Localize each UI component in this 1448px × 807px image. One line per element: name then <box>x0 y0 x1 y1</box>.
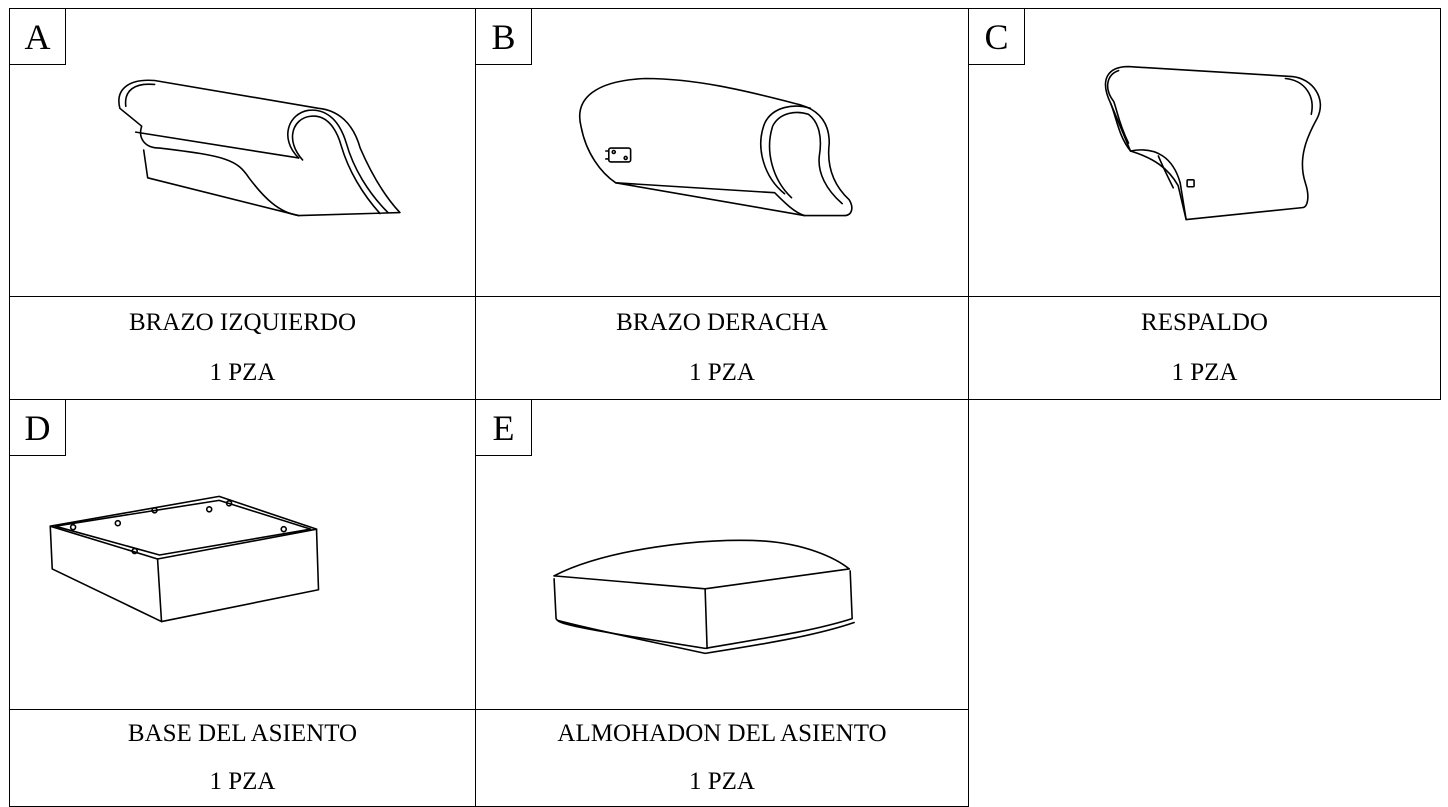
part-e-letter: E <box>476 400 532 456</box>
part-d-letter: D <box>10 400 66 456</box>
part-c-qty: 1 PZA <box>1171 359 1238 386</box>
part-b-image-cell: B <box>475 8 969 297</box>
part-a-image-cell: A <box>9 8 476 297</box>
part-d-qty: 1 PZA <box>209 768 276 795</box>
part-c-letter: C <box>969 9 1025 65</box>
part-c-name: RESPALDO <box>1141 309 1268 336</box>
part-a-name: BRAZO IZQUIERDO <box>128 309 357 336</box>
part-c-image-cell: C <box>968 8 1441 297</box>
part-e-name: ALMOHADON DEL ASIENTO <box>557 720 887 747</box>
part-a-letter: A <box>10 9 66 65</box>
part-b-name: BRAZO DERACHA <box>616 309 828 336</box>
part-a-qty: 1 PZA <box>209 359 276 386</box>
seat-base-drawing-icon <box>49 495 320 623</box>
part-e-image-cell: E <box>475 399 969 710</box>
part-b-qty: 1 PZA <box>689 359 755 386</box>
part-e-qty: 1 PZA <box>689 768 755 795</box>
part-e-label-cell: ALMOHADON DEL ASIENTO 1 PZA <box>475 709 969 807</box>
part-d-label-cell: BASE DEL ASIENTO 1 PZA <box>9 709 476 807</box>
seat-cushion-drawing-icon <box>553 539 855 655</box>
part-a-label-cell: BRAZO IZQUIERDO 1 PZA <box>9 296 476 400</box>
left-armrest-drawing-icon <box>118 79 401 217</box>
part-c-label-cell: RESPALDO 1 PZA <box>968 296 1441 400</box>
part-b-letter: B <box>476 9 532 65</box>
part-b-label-cell: BRAZO DERACHA 1 PZA <box>475 296 969 400</box>
backrest-drawing-icon <box>1104 65 1322 221</box>
right-armrest-drawing-icon <box>579 77 853 217</box>
part-d-name: BASE DEL ASIENTO <box>127 720 358 747</box>
part-d-image-cell: D <box>9 399 476 710</box>
